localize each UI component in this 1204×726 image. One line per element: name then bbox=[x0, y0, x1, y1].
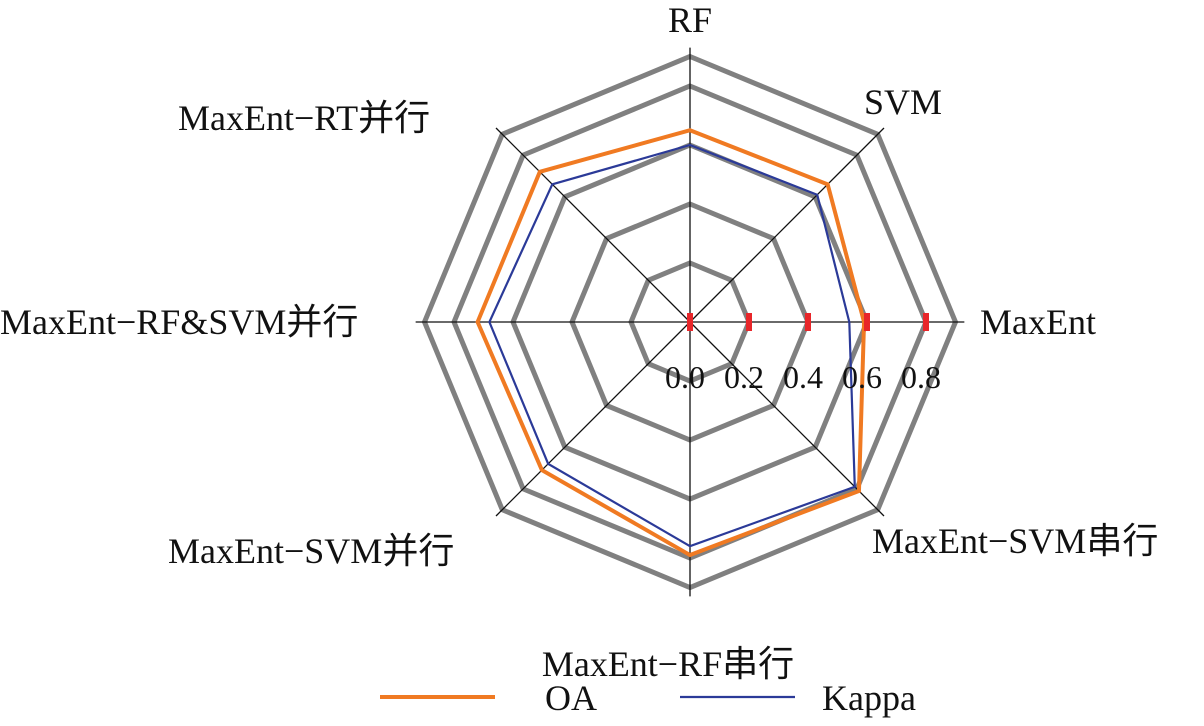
legend-label-kappa: Kappa bbox=[822, 678, 916, 718]
legend-label-oa: OA bbox=[545, 678, 597, 718]
category-label: MaxEnt−RF&SVM并行 bbox=[0, 302, 358, 342]
category-label: MaxEnt−RF串行 bbox=[542, 644, 794, 684]
axis-spoke bbox=[495, 321, 691, 517]
tick-label: 0.6 bbox=[842, 359, 882, 395]
category-label: RF bbox=[668, 0, 712, 40]
series-line-oa bbox=[475, 128, 867, 558]
tick-label: 0.4 bbox=[783, 359, 823, 395]
tick-label: 0.0 bbox=[665, 359, 705, 395]
series-line-kappa bbox=[488, 143, 856, 548]
axis-spoke bbox=[689, 321, 885, 517]
axis-tick-mark bbox=[923, 313, 929, 331]
tick-label: 0.8 bbox=[901, 359, 941, 395]
category-label: MaxEnt−SVM串行 bbox=[872, 521, 1158, 561]
axis-spoke bbox=[689, 127, 885, 323]
category-label: MaxEnt−RT并行 bbox=[178, 98, 430, 138]
tick-label: 0.2 bbox=[724, 359, 764, 395]
axis-tick-mark bbox=[687, 313, 693, 331]
category-label: MaxEnt−SVM并行 bbox=[168, 531, 454, 571]
axis-tick-mark bbox=[805, 313, 811, 331]
axis-tick-mark bbox=[864, 313, 870, 331]
category-label: MaxEnt bbox=[980, 302, 1096, 342]
axis-spoke bbox=[495, 127, 691, 323]
category-label: SVM bbox=[864, 82, 942, 122]
axis-tick-mark bbox=[746, 313, 752, 331]
